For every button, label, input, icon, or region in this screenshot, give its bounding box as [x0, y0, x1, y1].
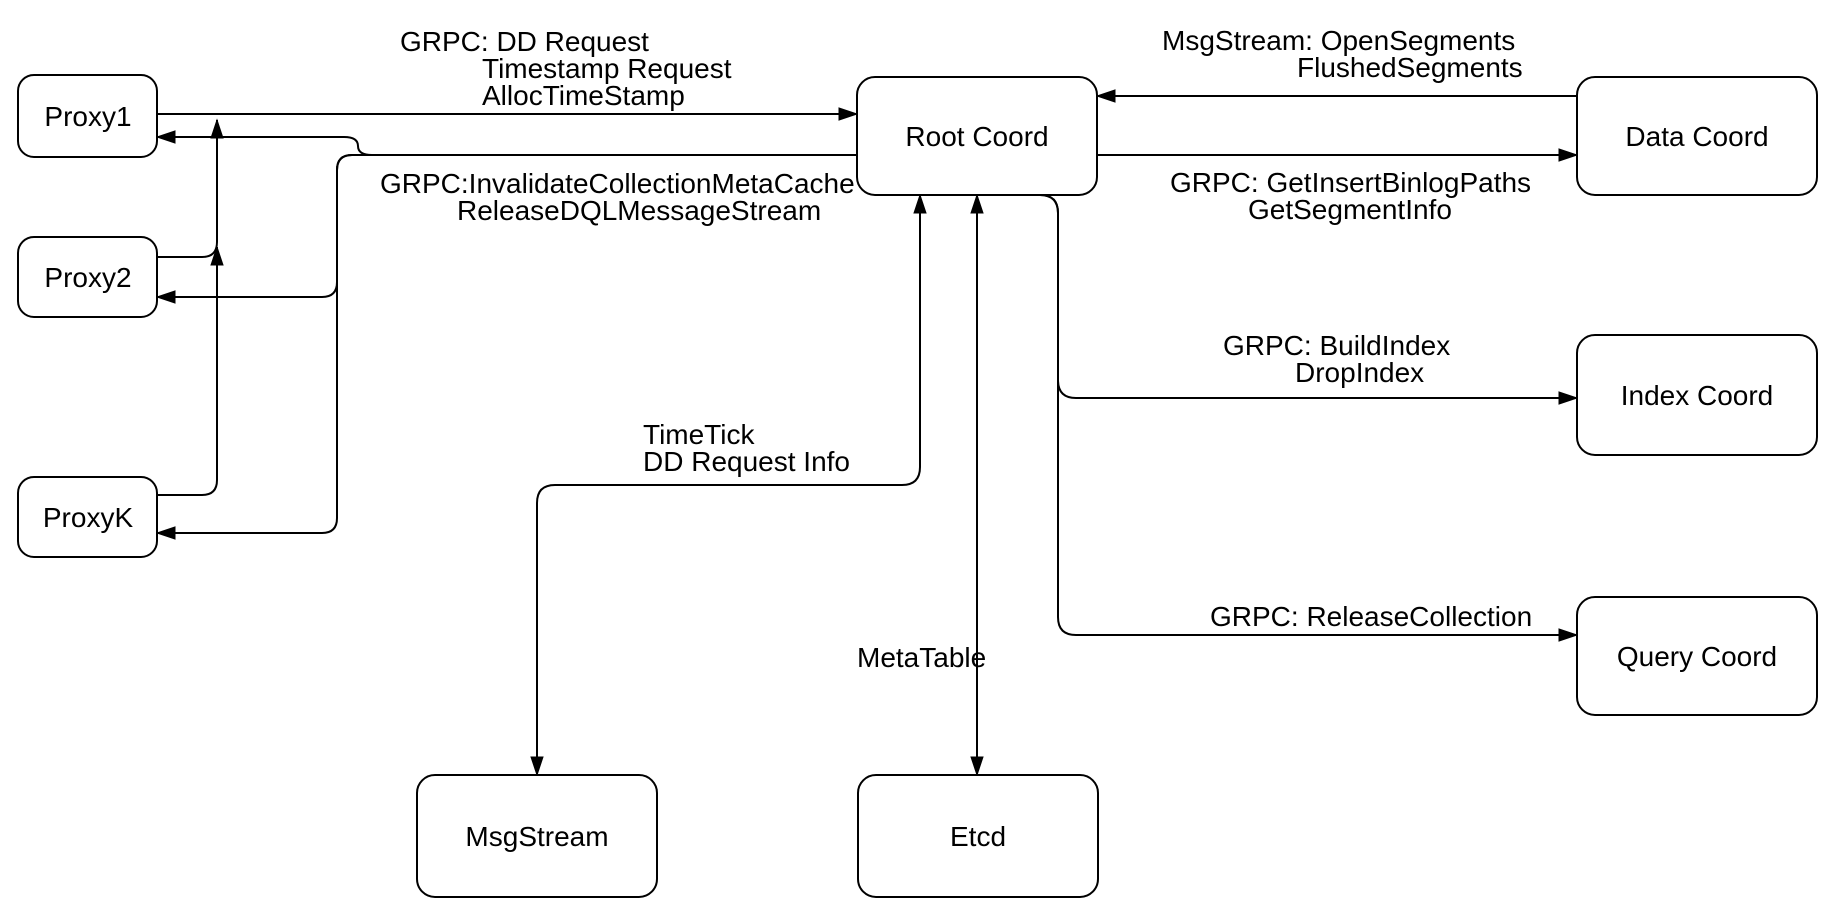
nodes: Proxy1 Proxy2 ProxyK Root Coord Data Coo…: [17, 74, 1818, 898]
node-proxyk-box: [17, 476, 158, 558]
node-proxy1-box: [17, 74, 158, 158]
label-root-to-msgstream: TimeTick DD Request Info: [643, 419, 850, 477]
node-data-coord: Data Coord: [1576, 76, 1818, 196]
node-msgstream: MsgStream: [416, 774, 658, 898]
node-proxyk: ProxyK: [17, 476, 158, 558]
edge-labels: GRPC: DD Request Timestamp Request Alloc…: [380, 25, 1532, 673]
node-root-coord-box: [856, 76, 1098, 196]
label-root-to-proxies-line1: GRPC:InvalidateCollectionMetaCache: [380, 168, 855, 199]
label-proxies-to-root-line2: Timestamp Request: [482, 53, 732, 84]
label-data-to-root-line1: MsgStream: OpenSegments: [1162, 25, 1515, 56]
node-root-coord: Root Coord: [856, 76, 1098, 196]
edge-rootcoord-to-proxyk: [155, 154, 857, 540]
node-etcd-label: Etcd: [950, 821, 1006, 852]
node-index-coord: Index Coord: [1576, 334, 1818, 456]
label-root-to-etcd: MetaTable: [857, 642, 986, 673]
node-index-coord-box: [1576, 334, 1818, 456]
label-root-to-msgstream-line2: DD Request Info: [643, 446, 850, 477]
label-root-to-index-line2: DropIndex: [1295, 357, 1424, 388]
edge-rootcoord-to-querycoord: [1039, 194, 1579, 642]
edge-rootcoord-to-proxy1: [155, 130, 857, 156]
node-data-coord-box: [1576, 76, 1818, 196]
node-proxy1-label: Proxy1: [44, 101, 131, 132]
node-proxy1: Proxy1: [17, 74, 158, 158]
node-proxy2-label: Proxy2: [44, 262, 131, 293]
label-root-to-index: GRPC: BuildIndex DropIndex: [1223, 330, 1450, 388]
label-root-to-data-line2: GetSegmentInfo: [1248, 194, 1452, 225]
label-root-to-query-line1: GRPC: ReleaseCollection: [1210, 601, 1532, 632]
node-query-coord-box: [1576, 596, 1818, 716]
label-root-to-etcd-line1: MetaTable: [857, 642, 986, 673]
label-root-to-index-line1: GRPC: BuildIndex: [1223, 330, 1450, 361]
edge-rootcoord-msgstream: [530, 193, 927, 777]
label-root-to-proxies: GRPC:InvalidateCollectionMetaCache Relea…: [380, 168, 855, 226]
node-etcd-box: [857, 774, 1099, 898]
node-data-coord-label: Data Coord: [1625, 121, 1768, 152]
label-proxies-to-root: GRPC: DD Request Timestamp Request Alloc…: [400, 26, 732, 111]
label-root-to-msgstream-line1: TimeTick: [643, 419, 755, 450]
node-query-coord-label: Query Coord: [1617, 641, 1777, 672]
node-etcd: Etcd: [857, 774, 1099, 898]
node-query-coord: Query Coord: [1576, 596, 1818, 716]
label-data-to-root-line2: FlushedSegments: [1297, 52, 1523, 83]
node-proxy2-box: [17, 236, 158, 318]
edges: [155, 89, 1579, 777]
node-proxyk-label: ProxyK: [43, 502, 134, 533]
label-root-to-data: GRPC: GetInsertBinlogPaths GetSegmentInf…: [1170, 167, 1531, 225]
edge-proxyk-merge-up: [157, 245, 224, 496]
label-proxies-to-root-line1: GRPC: DD Request: [400, 26, 649, 57]
node-msgstream-box: [416, 774, 658, 898]
node-index-coord-label: Index Coord: [1621, 380, 1774, 411]
label-root-to-query: GRPC: ReleaseCollection: [1210, 601, 1532, 632]
node-root-coord-label: Root Coord: [905, 121, 1048, 152]
node-msgstream-label: MsgStream: [465, 821, 608, 852]
label-data-to-root: MsgStream: OpenSegments FlushedSegments: [1162, 25, 1523, 83]
label-root-to-proxies-line2: ReleaseDQLMessageStream: [457, 195, 821, 226]
label-proxies-to-root-line3: AllocTimeStamp: [482, 80, 685, 111]
label-root-to-data-line1: GRPC: GetInsertBinlogPaths: [1170, 167, 1531, 198]
edge-proxy2-merge-up: [157, 118, 224, 258]
node-proxy2: Proxy2: [17, 236, 158, 318]
